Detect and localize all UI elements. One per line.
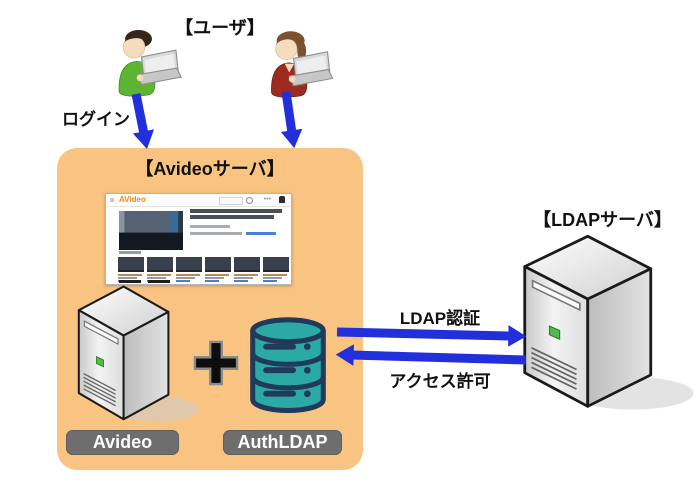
thumb-text-bar [118,274,142,276]
video-thumbnail-image [147,257,173,272]
section-label-bar [119,251,141,254]
search-field [219,197,243,205]
video-thumb-template [234,257,260,282]
avideo-badge: Avideo [66,430,179,455]
video-thumb-template [263,257,289,282]
users-title: 【ユーザ】 [175,18,265,38]
browser-dot [110,198,114,202]
video-thumb-template [205,257,231,282]
thumb-text-bar [176,277,195,279]
thumb-link-bar [176,280,190,282]
thumb-link-bar [234,280,248,282]
account-icon [279,196,285,203]
authldap-badge: AuthLDAP [223,430,342,455]
user-with-laptop-icon-left [118,29,182,97]
login-arrow-left [131,93,155,150]
thumb-text-bar [263,274,287,276]
avideo-site-screenshot: AVideo ••• [105,193,292,285]
database-icon [250,317,326,414]
user-with-laptop-icon-right [271,31,334,98]
thumb-text-bar [118,277,137,279]
headline-bar [190,209,282,213]
site-logo: AVideo [119,195,146,204]
thumb-text-bar [205,274,229,276]
video-thumb-template [118,257,144,282]
video-thumbnail-image [176,257,202,272]
plus-icon [193,340,239,386]
featured-video-thumbnail [119,211,183,250]
video-thumbnail-image [205,257,231,272]
ldap-server-icon [523,234,694,410]
avideo-server-title: 【Avideoサーバ】 [135,159,285,179]
thumb-text-bar [147,277,166,279]
menu-dots-icon: ••• [263,196,271,203]
cutoff-thumbnail [148,280,170,283]
thumb-text-bar [205,277,224,279]
thumb-text-bar [176,274,200,276]
thumb-text-bar [234,274,258,276]
cutoff-thumbnail [119,280,141,283]
access-grant-label: アクセス許可 [389,372,491,391]
site-header: AVideo ••• [106,194,291,207]
headline-bar [190,215,274,219]
video-thumbnail-row [118,257,289,282]
thumb-link-bar [205,280,219,282]
access-grant-arrow [335,344,527,366]
subtext-bar [190,225,230,228]
video-thumbnail-image [234,257,260,272]
meta-text-bar [190,232,242,235]
login-label: ログイン [62,110,130,129]
ldap-server-title: 【LDAPサーバ】 [533,210,672,230]
avideo-server-icon [77,285,199,422]
video-thumb-template [147,257,173,282]
video-thumbnail-image [263,257,289,272]
thumb-text-bar [263,277,282,279]
avideo-server-box: 【Avideoサーバ】 AVideo ••• [57,148,363,470]
link-bar [246,232,276,235]
thumb-text-bar [234,277,253,279]
video-thumbnail-image [118,257,144,272]
ldap-auth-label: LDAP認証 [399,309,481,328]
thumb-link-bar [263,280,277,282]
thumb-text-bar [147,274,171,276]
ldap-auth-arrow [336,325,527,347]
video-thumb-template [176,257,202,282]
search-icon [246,197,253,204]
